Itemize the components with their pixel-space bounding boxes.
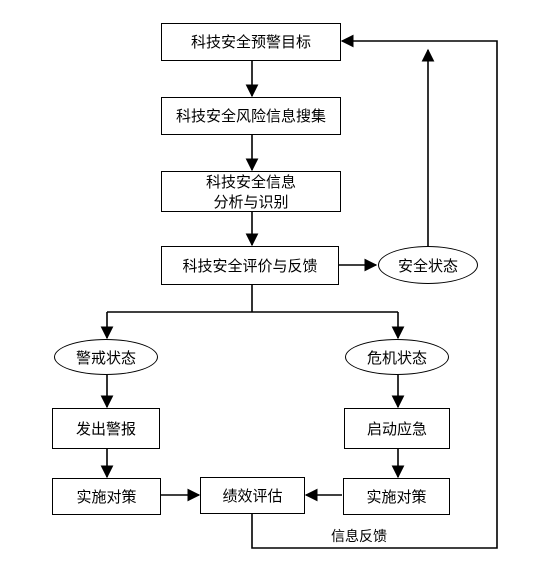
arrow-feedback-to-goal bbox=[251, 34, 498, 549]
node-warning-label: 警戒状态 bbox=[75, 348, 136, 367]
node-measures-left: 实施对策 bbox=[52, 478, 161, 515]
node-alarm-label: 发出警报 bbox=[75, 419, 136, 438]
node-evaluate: 科技安全评价与反馈 bbox=[161, 246, 339, 285]
node-crisis-label: 危机状态 bbox=[366, 348, 427, 367]
node-goal-label: 科技安全预警目标 bbox=[190, 33, 311, 51]
node-assessment: 绩效评估 bbox=[200, 477, 305, 514]
node-analyze: 科技安全信息 分析与识别 bbox=[161, 171, 341, 212]
node-goal: 科技安全预警目标 bbox=[161, 23, 341, 61]
node-evaluate-label: 科技安全评价与反馈 bbox=[182, 256, 318, 275]
node-assessment-label: 绩效评估 bbox=[222, 486, 283, 505]
node-measures-right-label: 实施对策 bbox=[366, 487, 427, 506]
node-safe: 安全状态 bbox=[378, 246, 478, 284]
node-crisis: 危机状态 bbox=[345, 339, 449, 375]
node-collect: 科技安全风险信息搜集 bbox=[161, 97, 341, 135]
node-analyze-label-line1: 科技安全信息 bbox=[205, 172, 296, 191]
node-safe-label: 安全状态 bbox=[397, 256, 458, 275]
node-analyze-label-line2: 分析与识别 bbox=[213, 192, 289, 211]
node-measures-left-label: 实施对策 bbox=[76, 487, 137, 506]
node-alarm: 发出警报 bbox=[52, 408, 160, 449]
node-emergency: 启动应急 bbox=[344, 408, 450, 449]
node-warning: 警戒状态 bbox=[54, 339, 158, 375]
node-emergency-label: 启动应急 bbox=[366, 419, 427, 438]
node-collect-label: 科技安全风险信息搜集 bbox=[175, 107, 326, 125]
feedback-label: 信息反馈 bbox=[331, 529, 387, 545]
node-measures-right: 实施对策 bbox=[343, 478, 450, 515]
